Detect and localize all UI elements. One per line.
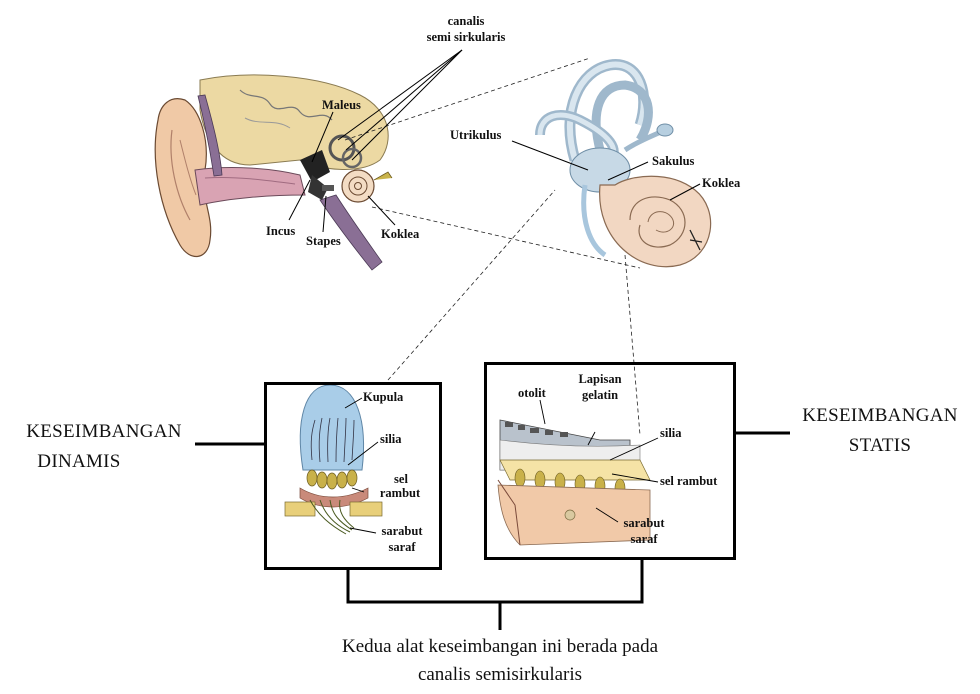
- title-dinamis-line2: DINAMIS: [37, 451, 121, 472]
- label-utrikulus: Utrikulus: [450, 128, 502, 142]
- label-sel-rambut: sel rambut: [660, 474, 718, 488]
- label-pointer-lines: [288, 49, 701, 233]
- label-otolit: otolit: [518, 386, 546, 400]
- keseimbangan-statis-box: [484, 362, 736, 560]
- label-rambut: rambut: [379, 486, 421, 500]
- label-gelatin: gelatin: [581, 388, 619, 402]
- inner-ear-illustration: [535, 59, 712, 268]
- label-maleus: Maleus: [322, 98, 361, 112]
- keseimbangan-dinamis-box: [264, 382, 442, 570]
- outer-ear-illustration: [154, 74, 393, 271]
- label-saraf-statis: saraf: [630, 532, 658, 546]
- title-statis-line2: STATIS: [848, 435, 912, 456]
- title-dinamis-line1: KESEIMBANGAN: [26, 421, 182, 442]
- macula-illustration: [497, 399, 659, 546]
- label-stapes: Stapes: [306, 234, 341, 248]
- label-kupula: Kupula: [363, 390, 404, 404]
- label-sel: sel: [394, 472, 408, 486]
- label-silia-dinamis: silia: [380, 432, 402, 446]
- label-canalis: canalis: [447, 14, 485, 28]
- title-statis-line1: KESEIMBANGAN: [802, 405, 958, 426]
- caption-line2: canalis semisirkularis: [417, 664, 583, 685]
- label-semi-sirkularis: semi sirkularis: [426, 30, 506, 44]
- label-sarabut-statis: sarabut: [623, 516, 665, 530]
- caption-line1: Kedua alat keseimbangan ini berada pada: [342, 636, 658, 657]
- label-koklea-inner: Koklea: [702, 176, 741, 190]
- label-lapisan: Lapisan: [578, 372, 622, 386]
- label-saraf-dinamis: saraf: [388, 540, 416, 554]
- label-silia-statis: silia: [660, 426, 682, 440]
- label-incus: Incus: [266, 224, 296, 238]
- label-koklea-outer: Koklea: [381, 227, 420, 241]
- label-sakulus: Sakulus: [652, 154, 695, 168]
- crista-ampullaris-illustration: [284, 384, 383, 535]
- bracket-lines: [195, 431, 790, 630]
- label-sarabut-dinamis: sarabut: [381, 524, 423, 538]
